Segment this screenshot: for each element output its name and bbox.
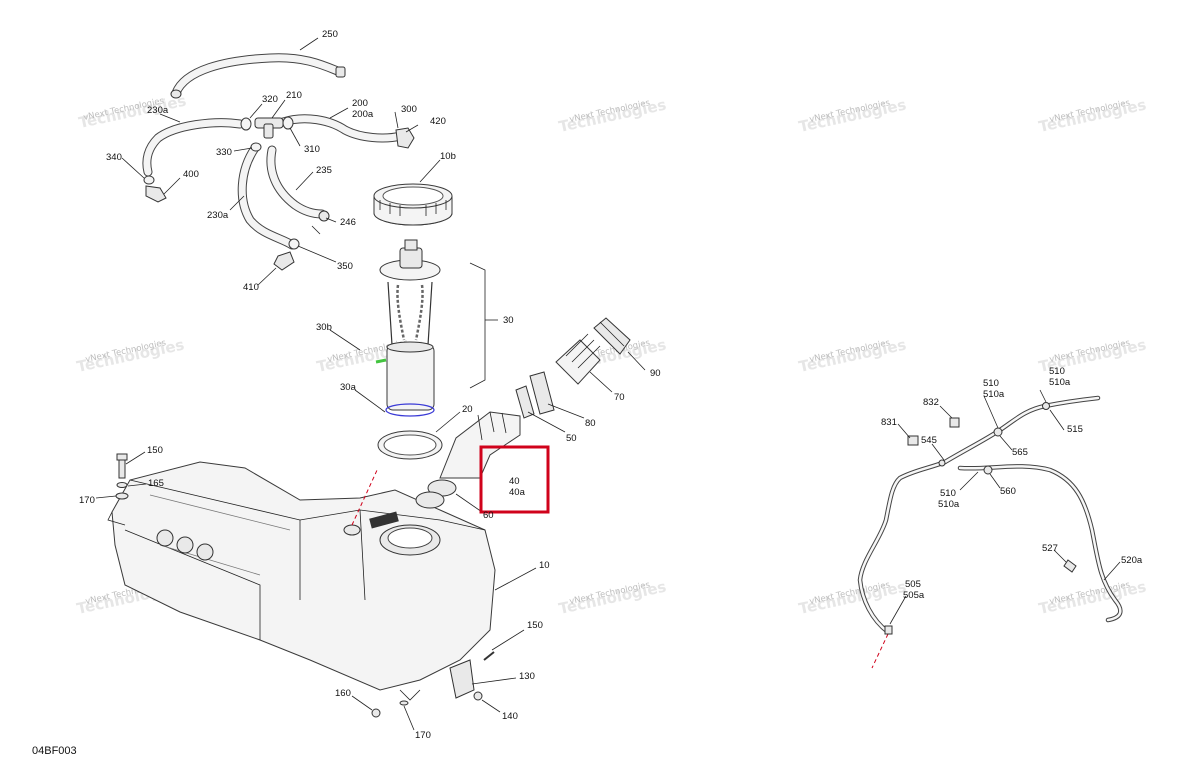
clamp-320	[240, 117, 252, 131]
callout-230a: 230a	[207, 210, 229, 221]
callout-40a: 40a	[509, 487, 526, 498]
fitting-410	[273, 251, 295, 271]
callout-510a: 510a	[983, 389, 1005, 400]
callout-340: 340	[106, 152, 122, 163]
washer-165	[116, 482, 128, 488]
callout-10b: 10b	[440, 151, 456, 162]
callout-40: 40	[509, 476, 520, 487]
filler-neck-70	[555, 339, 601, 385]
vent-line-assembly	[857, 395, 1123, 669]
callout-832: 832	[923, 397, 939, 408]
callout-831: 831	[881, 417, 897, 428]
callout-170: 170	[79, 495, 95, 506]
callout-30b: 30b	[316, 322, 332, 333]
callout-90: 90	[650, 368, 661, 379]
washer-170b	[399, 700, 409, 706]
leader-lines	[95, 37, 1121, 731]
callout-560: 560	[1000, 486, 1016, 497]
valve-832	[949, 417, 960, 428]
clamp-515	[1042, 402, 1050, 410]
connector-505	[884, 625, 893, 635]
callout-30: 30	[503, 315, 514, 326]
clamp-350	[288, 238, 300, 250]
callout-350: 350	[337, 261, 353, 272]
highlight-box-40	[479, 445, 550, 514]
diagram-code: 04BF003	[32, 745, 77, 757]
callout-235: 235	[316, 165, 332, 176]
clip-50	[515, 385, 535, 419]
callout-330: 330	[216, 147, 232, 158]
callout-160: 160	[335, 688, 351, 699]
hardware-150-165-170	[115, 453, 129, 500]
callout-565: 565	[1012, 447, 1028, 458]
hose-end-250	[335, 66, 346, 78]
fitting-420	[395, 127, 415, 149]
filler-assembly	[377, 317, 631, 497]
callout-20: 20	[462, 404, 473, 415]
bracket-80	[529, 371, 555, 415]
callout-165: 165	[148, 478, 164, 489]
bolt-140	[473, 691, 483, 701]
callout-130: 130	[519, 671, 535, 682]
callout-410: 410	[243, 282, 259, 293]
callout-527: 527	[1042, 543, 1058, 554]
callout-80: 80	[585, 418, 596, 429]
callout-labels: 250 230a 320 210 200 200a 300 420 340 40…	[79, 29, 1143, 741]
callout-30a: 30a	[340, 382, 357, 393]
callout-310: 310	[304, 144, 320, 155]
clamp-310	[282, 116, 294, 130]
callout-170b: 170	[415, 730, 431, 741]
callout-210: 210	[286, 90, 302, 101]
callout-230a-top: 230a	[147, 105, 169, 116]
callout-505: 505	[905, 579, 921, 590]
callout-515: 515	[1067, 424, 1083, 435]
fitting-565	[993, 427, 1003, 437]
bracket-130	[371, 651, 495, 718]
callout-150: 150	[147, 445, 163, 456]
washer-170	[115, 492, 129, 500]
callout-400: 400	[183, 169, 199, 180]
callout-510r: 510	[1049, 366, 1065, 377]
callout-200: 200	[352, 98, 368, 109]
callout-10: 10	[539, 560, 550, 571]
nut-160	[371, 708, 381, 718]
clamp-330	[250, 142, 262, 152]
callout-510b: 510	[940, 488, 956, 499]
fuel-cap-90	[593, 317, 631, 355]
fuel-pump-module-30	[375, 239, 498, 417]
callout-300: 300	[401, 104, 417, 115]
valve-831	[907, 435, 919, 446]
callout-420: 420	[430, 116, 446, 127]
fitting-560	[983, 465, 993, 475]
callout-520a: 520a	[1121, 555, 1143, 566]
callout-320: 320	[262, 94, 278, 105]
clip-527	[1063, 559, 1077, 573]
bolt-150	[118, 457, 126, 479]
callout-505a: 505a	[903, 590, 925, 601]
ring-nut-10b	[373, 183, 453, 226]
callout-246: 246	[340, 217, 356, 228]
vent-hose-assembly	[142, 53, 415, 271]
callout-510: 510	[983, 378, 999, 389]
callout-545: 545	[921, 435, 937, 446]
callout-200a: 200a	[352, 109, 374, 120]
callout-510ar: 510a	[1049, 377, 1071, 388]
callout-510ab: 510a	[938, 499, 960, 510]
fitting-545	[938, 459, 946, 467]
fuel-tank-10	[107, 461, 496, 701]
clamp-340	[143, 175, 155, 185]
callout-250: 250	[322, 29, 338, 40]
callout-60: 60	[483, 510, 494, 521]
fitting-400	[145, 185, 167, 203]
callout-150b: 150	[527, 620, 543, 631]
callout-140: 140	[502, 711, 518, 722]
callout-50: 50	[566, 433, 577, 444]
callout-70: 70	[614, 392, 625, 403]
clip-246	[318, 210, 330, 222]
